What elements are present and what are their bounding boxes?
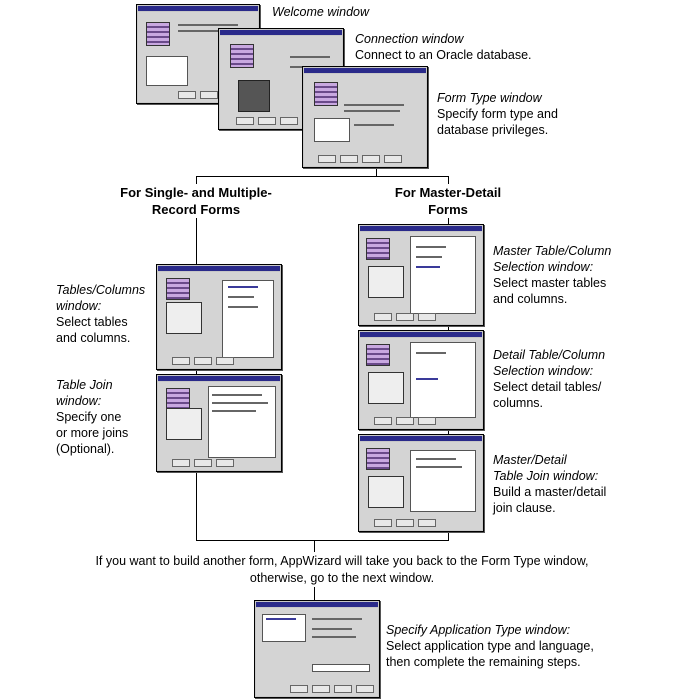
form-type-desc-1: Specify form type and: [437, 107, 558, 121]
connector-bottom-horizontal: [196, 540, 449, 541]
welcome-title: Welcome window: [272, 5, 370, 19]
master-detail-join-desc-1: Build a master/detail: [493, 485, 607, 499]
loop-note-line2: otherwise, go to the next window.: [249, 571, 435, 585]
app-type-desc-2: then complete the remaining steps.: [386, 655, 581, 669]
master-detail-join-caption: Master/Detail Table Join window: Build a…: [493, 452, 606, 516]
table-join-desc-3: (Optional).: [56, 442, 115, 456]
app-type-desc-1: Select application type and language,: [386, 639, 594, 653]
app-type-window-screenshot: [254, 600, 380, 698]
tables-columns-caption: Tables/Columns window: Select tables and…: [56, 282, 145, 346]
app-type-caption: Specify Application Type window: Select …: [386, 622, 594, 670]
loop-note: If you want to build another form, AppWi…: [40, 553, 644, 587]
app-type-title: Specify Application Type window:: [386, 623, 571, 637]
master-detail-join-desc-2: join clause.: [493, 501, 556, 515]
branch-single-line1: For Single- and Multiple-: [120, 185, 272, 200]
detail-table-desc-2: columns.: [493, 396, 544, 410]
table-join-title-2: window:: [56, 394, 102, 408]
tables-columns-title-2: window:: [56, 299, 102, 313]
form-type-window-screenshot: [302, 66, 428, 168]
tables-columns-title-1: Tables/Columns: [56, 283, 146, 297]
master-table-title-2: Selection window:: [493, 260, 594, 274]
detail-table-title-1: Detail Table/Column: [493, 348, 606, 362]
tables-columns-window-screenshot: [156, 264, 282, 370]
master-detail-join-title-1: Master/Detail: [493, 453, 567, 467]
table-join-title-1: Table Join: [56, 378, 113, 392]
connection-title: Connection window: [355, 32, 464, 46]
table-join-caption: Table Join window: Specify one or more j…: [56, 377, 128, 457]
connector-right-branch: [448, 176, 449, 186]
form-type-title: Form Type window: [437, 91, 542, 105]
master-detail-join-title-2: Table Join window:: [493, 469, 599, 483]
connection-desc: Connect to an Oracle database.: [355, 48, 532, 62]
connector-left-branch: [196, 176, 197, 186]
master-table-desc-1: Select master tables: [493, 276, 607, 290]
branch-master-line1: For Master-Detail: [394, 185, 502, 200]
master-table-desc-2: and columns.: [493, 292, 568, 306]
form-type-desc-2: database privileges.: [437, 123, 549, 137]
branch-single-line2: Record Forms: [151, 202, 241, 217]
branch-single-heading: For Single- and Multiple- Record Forms: [106, 184, 286, 218]
connector-branch-horizontal: [196, 176, 449, 177]
master-detail-join-window-screenshot: [358, 434, 484, 532]
table-join-window-screenshot: [156, 374, 282, 472]
detail-table-title-2: Selection window:: [493, 364, 594, 378]
connection-caption: Connection window Connect to an Oracle d…: [355, 31, 532, 63]
detail-table-window-screenshot: [358, 330, 484, 430]
welcome-caption: Welcome window: [272, 4, 369, 20]
tables-columns-desc-1: Select tables: [56, 315, 128, 329]
detail-table-desc-1: Select detail tables/: [493, 380, 602, 394]
loop-note-line1: If you want to build another form, AppWi…: [95, 554, 589, 568]
master-table-title-1: Master Table/Column: [493, 244, 612, 258]
connector-to-app-window: [314, 586, 315, 600]
connector-bottom-vertical: [314, 540, 315, 552]
form-type-caption: Form Type window Specify form type and d…: [437, 90, 558, 138]
branch-master-line2: Forms: [428, 202, 468, 217]
tables-columns-desc-2: and columns.: [56, 331, 131, 345]
branch-master-heading: For Master-Detail Forms: [374, 184, 522, 218]
table-join-desc-1: Specify one: [56, 410, 122, 424]
table-join-desc-2: or more joins: [56, 426, 129, 440]
detail-table-caption: Detail Table/Column Selection window: Se…: [493, 347, 605, 411]
master-table-caption: Master Table/Column Selection window: Se…: [493, 243, 611, 307]
connector-top-vertical: [376, 166, 377, 176]
master-table-window-screenshot: [358, 224, 484, 326]
